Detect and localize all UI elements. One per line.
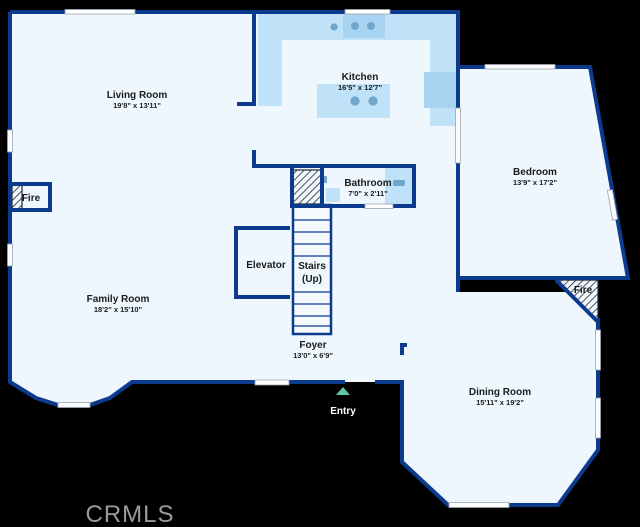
- kitchen-counters: [258, 14, 456, 204]
- svg-text:13'9" x 17'2": 13'9" x 17'2": [513, 178, 557, 187]
- fireplace-left-label: Fire: [22, 193, 41, 204]
- foyer-label: Foyer 13'0" x 6'9": [293, 340, 333, 360]
- svg-text:Dining Room: Dining Room: [469, 387, 531, 398]
- family-room-label: Family Room 18'2" x 15'10": [87, 294, 150, 314]
- entry-label: Entry: [330, 406, 356, 417]
- windows: [7, 9, 619, 508]
- dining-room-label: Dining Room 15'11" x 19'2": [469, 387, 531, 407]
- svg-text:Living Room: Living Room: [107, 90, 168, 101]
- svg-text:Elevator: Elevator: [246, 260, 286, 271]
- bathroom-label: Bathroom 7'0" x 2'11": [344, 178, 391, 198]
- svg-text:13'0" x 6'9": 13'0" x 6'9": [293, 351, 333, 360]
- kitchen-label: Kitchen 16'5" x 12'7": [338, 72, 382, 92]
- svg-text:Stairs: Stairs: [298, 261, 326, 272]
- crmls-watermark: CRMLS: [85, 501, 174, 527]
- elevator-label: Elevator: [246, 260, 286, 271]
- svg-text:Bedroom: Bedroom: [513, 167, 557, 178]
- svg-text:15'11" x 19'2": 15'11" x 19'2": [476, 398, 524, 407]
- svg-text:(Up): (Up): [302, 274, 322, 285]
- svg-text:19'8" x 13'11": 19'8" x 13'11": [113, 101, 161, 110]
- svg-text:Foyer: Foyer: [299, 340, 326, 351]
- svg-text:16'5" x 12'7": 16'5" x 12'7": [338, 83, 382, 92]
- bedroom-label: Bedroom 13'9" x 17'2": [513, 167, 557, 187]
- svg-text:Kitchen: Kitchen: [342, 72, 379, 83]
- svg-text:Family Room: Family Room: [87, 294, 150, 305]
- stairs-label: Stairs (Up): [297, 258, 327, 288]
- fireplace-left-hatch: [11, 183, 23, 211]
- entry-arrow-icon: [336, 387, 350, 395]
- shaft-hatch: [291, 169, 323, 205]
- svg-text:7'0" x 2'11": 7'0" x 2'11": [348, 189, 388, 198]
- svg-text:Bathroom: Bathroom: [344, 178, 391, 189]
- fireplace-right-label: Fire: [574, 285, 593, 296]
- living-room-label: Living Room 19'8" x 13'11": [107, 90, 168, 110]
- svg-text:18'2" x 15'10": 18'2" x 15'10": [94, 305, 143, 314]
